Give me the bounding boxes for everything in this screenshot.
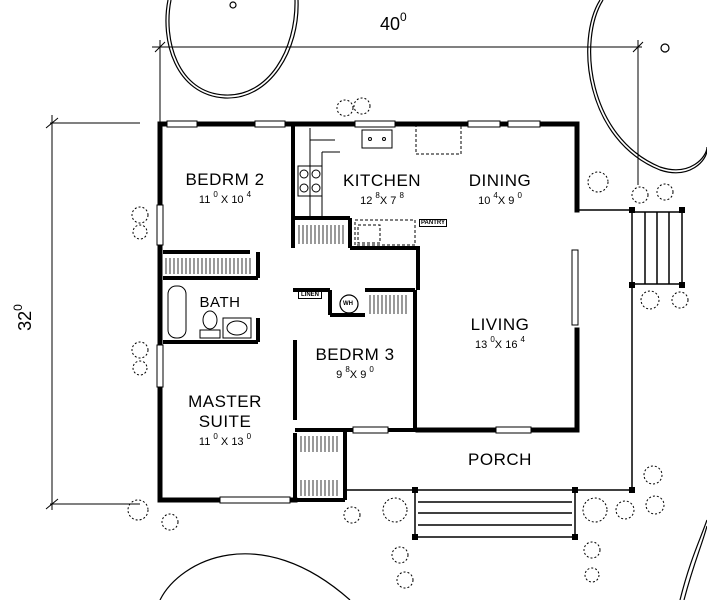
room-bedroom-3: BEDRM 3 9 8X 9 0	[300, 345, 410, 381]
room-dimensions: 10 4X 9 0	[478, 191, 522, 207]
room-name-line-1: MASTER	[188, 392, 262, 411]
room-bedroom-2: BEDRM 2 11 0 X 10 4	[170, 170, 280, 206]
room-dining: DINING 10 4X 9 0	[450, 171, 550, 207]
room-name: BEDRM 3	[315, 345, 395, 364]
tree-outlines	[159, 0, 707, 600]
room-dimensions: 11 0 X 13 0	[198, 432, 252, 448]
room-name: BEDRM 2	[185, 170, 265, 189]
kitchen-fixtures	[297, 125, 462, 246]
linen-label: LINEN	[298, 291, 322, 299]
room-bath: BATH	[195, 294, 245, 311]
room-master-suite: MASTER SUITE 11 0 X 13 0	[170, 392, 280, 448]
room-living: LIVING 13 0X 16 4	[445, 315, 555, 351]
room-name: KITCHEN	[342, 171, 422, 190]
room-dimensions: 13 0X 16 4	[475, 335, 525, 351]
room-name: DINING	[468, 171, 532, 190]
room-kitchen: KITCHEN 12 8X 7 8	[327, 171, 437, 207]
room-dimensions: 9 8X 9 0	[336, 365, 374, 381]
overall-depth-label: 320	[11, 304, 36, 331]
depth-sup: 0	[10, 304, 25, 311]
depth-value: 32	[14, 310, 35, 331]
interior-walls	[163, 124, 420, 502]
room-name: BATH	[199, 294, 241, 311]
water-heater-symbol	[339, 294, 359, 314]
overall-width-label: 400	[380, 10, 407, 35]
room-dimensions: 11 0 X 10 4	[198, 190, 252, 206]
room-name: PORCH	[468, 450, 532, 469]
width-sup: 0	[400, 10, 407, 24]
room-name: LIVING	[470, 315, 530, 334]
bath-fixtures	[167, 285, 252, 339]
room-name-line-2: SUITE	[198, 412, 252, 431]
closet-hatching	[165, 225, 407, 496]
water-heater-label: WH	[343, 301, 353, 307]
room-dimensions: 12 8X 7 8	[360, 191, 404, 207]
dimension-lines	[45, 40, 644, 510]
porch-posts	[412, 207, 685, 540]
porch-structure	[345, 209, 683, 538]
pantry-label: PANTRY	[419, 219, 447, 227]
windows	[156, 120, 579, 504]
shrubs	[127, 97, 689, 589]
room-porch: PORCH	[450, 450, 550, 470]
width-value: 40	[380, 14, 401, 34]
